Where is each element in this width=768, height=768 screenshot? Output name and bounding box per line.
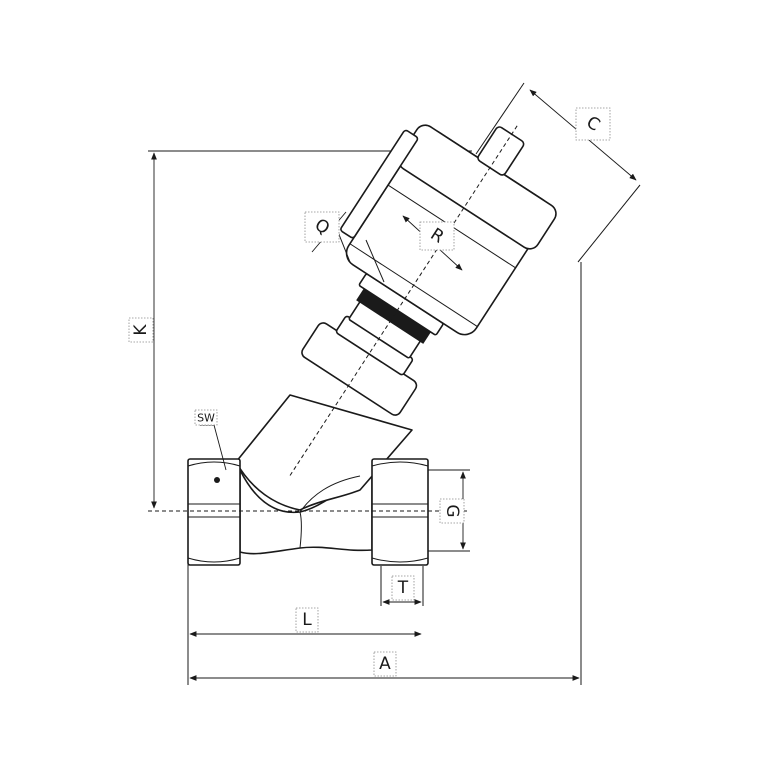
label-q: Q [304, 211, 340, 243]
label-c: C [575, 107, 611, 141]
label-sw: SW [194, 409, 218, 426]
dimension-labels: A L T G K SW Q R [128, 107, 611, 677]
svg-text:L: L [302, 610, 312, 630]
valve-body [235, 394, 413, 555]
label-g: G [439, 498, 465, 524]
label-k: K [128, 317, 154, 343]
label-r: R [419, 221, 455, 251]
label-a: A [373, 651, 397, 677]
svg-text:K: K [131, 324, 151, 336]
sw-marker-dot [214, 477, 220, 483]
svg-text:A: A [379, 654, 391, 674]
right-hex-nut [371, 458, 429, 566]
svg-text:G: G [442, 504, 462, 517]
label-l: L [295, 607, 319, 633]
left-hex-nut [187, 458, 241, 566]
svg-text:T: T [397, 578, 409, 598]
extension-lines [148, 82, 641, 685]
svg-text:SW: SW [197, 412, 215, 425]
label-t: T [391, 575, 415, 601]
actuator-assembly [287, 124, 557, 479]
